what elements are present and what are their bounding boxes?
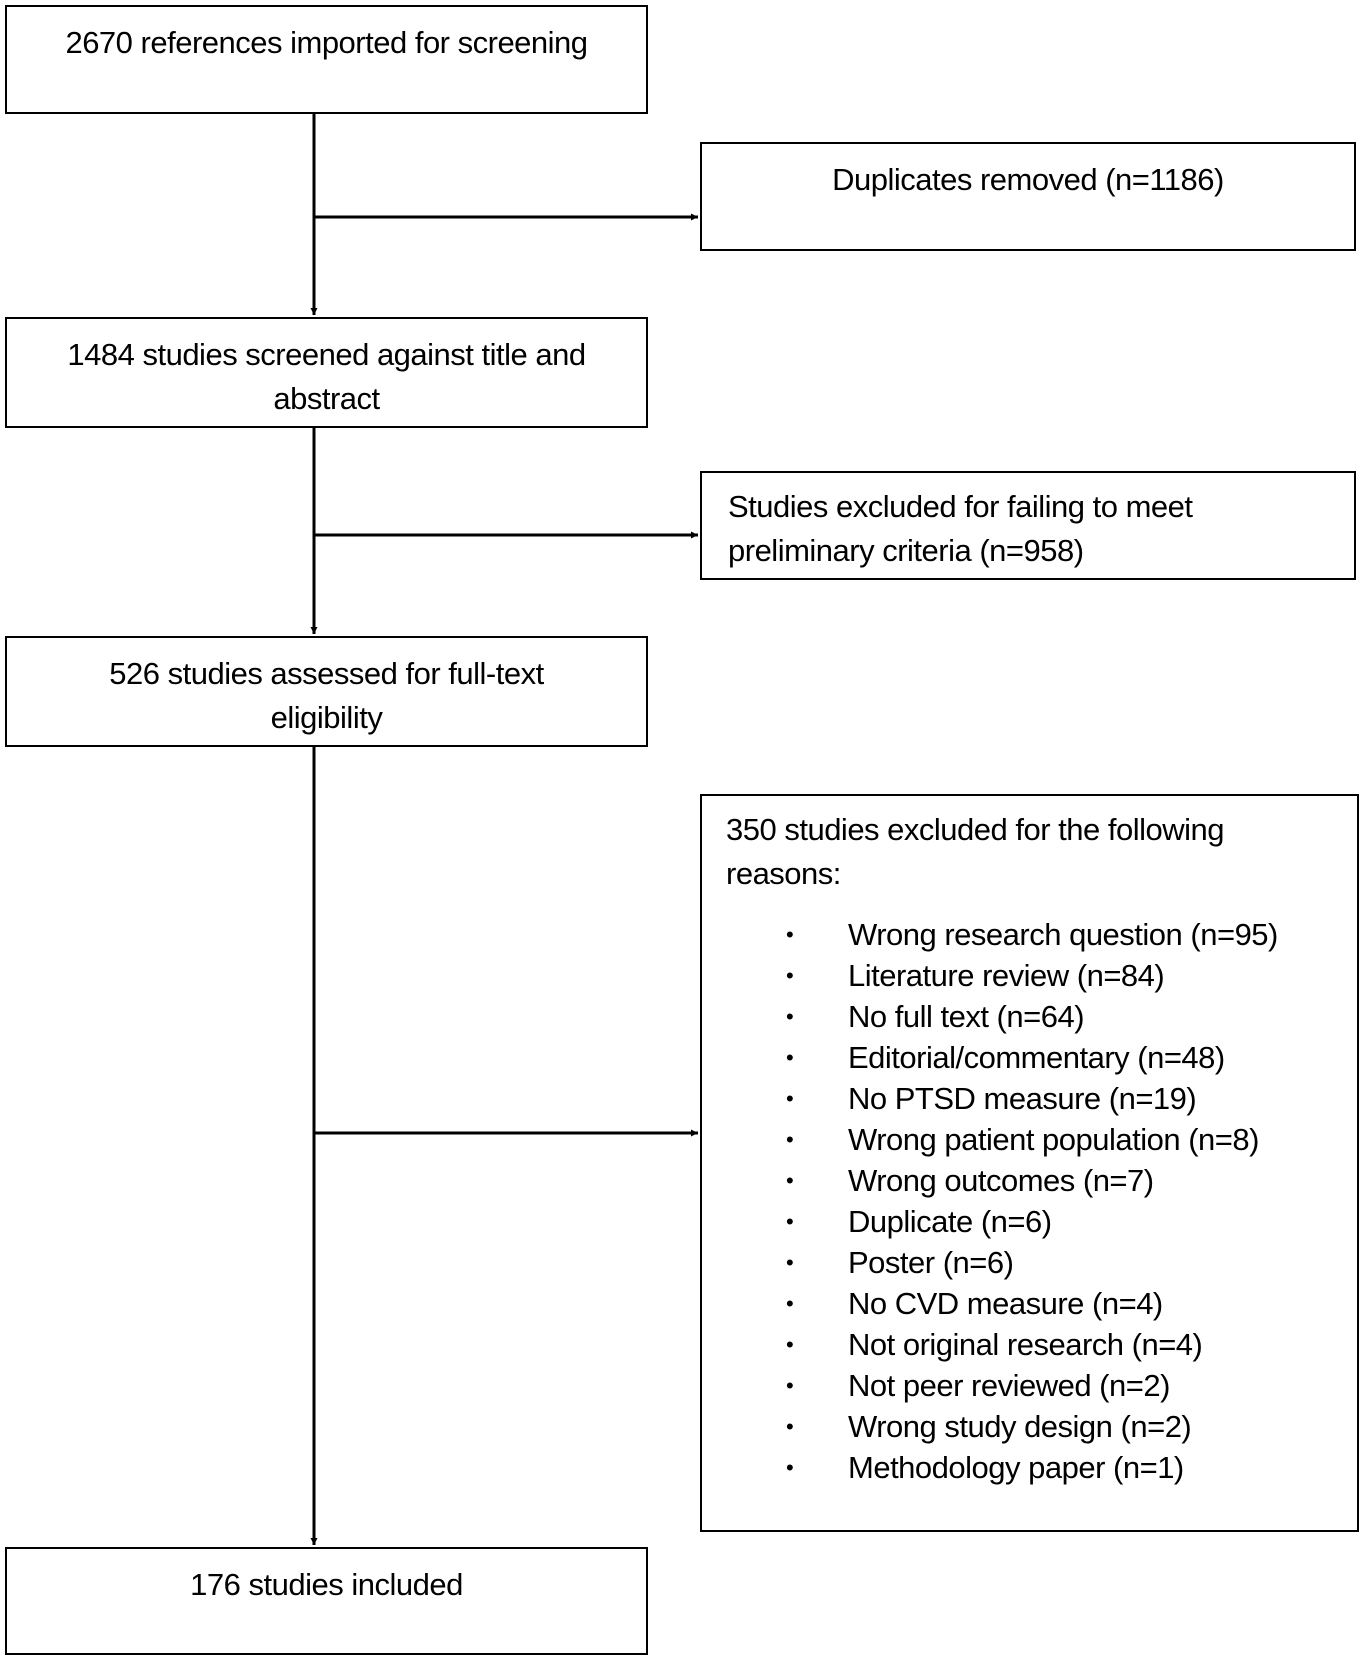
bullet-icon: •	[786, 1004, 794, 1029]
bullet-icon: •	[786, 1455, 794, 1480]
reason-text: No CVD measure (n=4)	[848, 1286, 1163, 1321]
list-item: • Not original research (n=4)	[726, 1324, 1337, 1365]
reason-text: Duplicate (n=6)	[848, 1204, 1052, 1239]
exclusion-reasons-list: • Wrong research question (n=95) • Literat…	[726, 914, 1337, 1488]
box-title-abstract-screening: 1484 studies screened against title and …	[5, 317, 648, 428]
list-item: • Wrong research question (n=95)	[726, 914, 1337, 955]
box-preliminary-excluded: Studies excluded for failing to meet pre…	[700, 471, 1356, 580]
bullet-icon: •	[786, 1168, 794, 1193]
fulltext-text-line-1: 526 studies assessed for full-text	[109, 656, 544, 691]
prelim-excluded-text-line-1: Studies excluded for failing to meet	[728, 489, 1193, 524]
bullet-icon: •	[786, 1250, 794, 1275]
bullet-icon: •	[786, 1209, 794, 1234]
reason-text: Methodology paper (n=1)	[848, 1450, 1184, 1485]
box-fulltext-assessed: 526 studies assessed for full-text eligi…	[5, 636, 648, 747]
screening-text-line-2: abstract	[273, 381, 380, 416]
box-studies-included: 176 studies included	[5, 1547, 648, 1655]
bullet-icon: •	[786, 1127, 794, 1152]
list-item: • Wrong study design (n=2)	[726, 1406, 1337, 1447]
reason-text: Not peer reviewed (n=2)	[848, 1368, 1170, 1403]
list-item: • Poster (n=6)	[726, 1242, 1337, 1283]
list-item: • No full text (n=64)	[726, 996, 1337, 1037]
reason-text: No full text (n=64)	[848, 999, 1085, 1034]
list-item: • Wrong patient population (n=8)	[726, 1119, 1337, 1160]
reason-text: Wrong study design (n=2)	[848, 1409, 1192, 1444]
excluded-heading-line-1: 350 studies excluded for the following	[726, 812, 1225, 847]
list-item: • Duplicate (n=6)	[726, 1201, 1337, 1242]
bullet-icon: •	[786, 1291, 794, 1316]
reason-text: No PTSD measure (n=19)	[848, 1081, 1197, 1116]
list-item: • Methodology paper (n=1)	[726, 1447, 1337, 1488]
list-item: • No CVD measure (n=4)	[726, 1283, 1337, 1324]
box-duplicates-removed: Duplicates removed (n=1186)	[700, 142, 1356, 251]
fulltext-text-line-2: eligibility	[270, 700, 383, 735]
reason-text: Wrong research question (n=95)	[848, 917, 1278, 952]
bullet-icon: •	[786, 922, 794, 947]
bullet-icon: •	[786, 1045, 794, 1070]
excluded-heading-line-2: reasons:	[726, 856, 841, 891]
box-records-imported: 2670 references imported for screening	[5, 5, 648, 114]
reason-text: Poster (n=6)	[848, 1245, 1014, 1280]
duplicates-removed-text: Duplicates removed (n=1186)	[832, 162, 1224, 197]
box-fulltext-excluded: 350 studies excluded for the following r…	[700, 794, 1359, 1532]
bullet-icon: •	[786, 1332, 794, 1357]
screening-text-line-1: 1484 studies screened against title and	[67, 337, 586, 372]
list-item: • Editorial/commentary (n=48)	[726, 1037, 1337, 1078]
bullet-icon: •	[786, 963, 794, 988]
studies-included-text: 176 studies included	[190, 1567, 463, 1602]
prelim-excluded-text-line-2: preliminary criteria (n=958)	[728, 533, 1084, 568]
list-item: • Wrong outcomes (n=7)	[726, 1160, 1337, 1201]
bullet-icon: •	[786, 1414, 794, 1439]
list-item: • No PTSD measure (n=19)	[726, 1078, 1337, 1119]
list-item: • Literature review (n=84)	[726, 955, 1337, 996]
bullet-icon: •	[786, 1086, 794, 1111]
reason-text: Wrong outcomes (n=7)	[848, 1163, 1154, 1198]
reason-text: Editorial/commentary (n=48)	[848, 1040, 1225, 1075]
reason-text: Not original research (n=4)	[848, 1327, 1203, 1362]
reason-text: Literature review (n=84)	[848, 958, 1165, 993]
records-imported-text: 2670 references imported for screening	[65, 25, 588, 60]
list-item: • Not peer reviewed (n=2)	[726, 1365, 1337, 1406]
bullet-icon: •	[786, 1373, 794, 1398]
reason-text: Wrong patient population (n=8)	[848, 1122, 1259, 1157]
